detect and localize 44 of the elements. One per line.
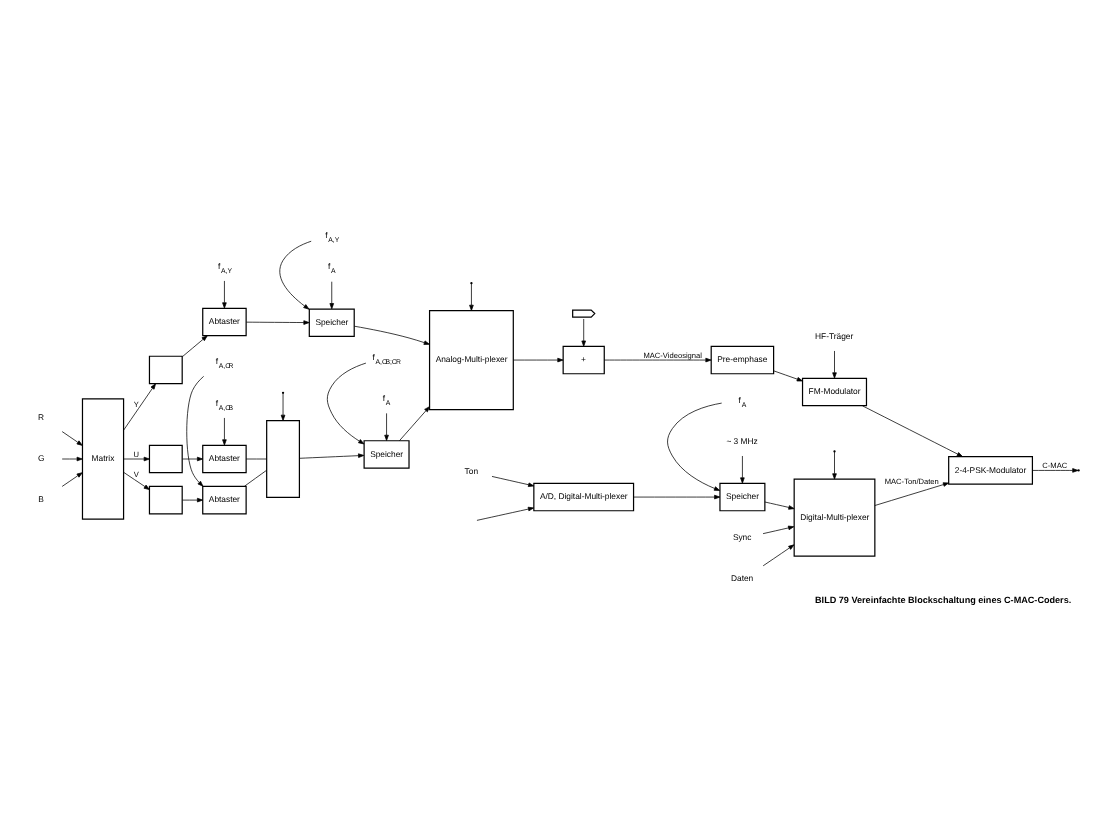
- arrow: [329, 281, 334, 310]
- arrow: [491, 476, 535, 487]
- arrow: [326, 362, 367, 445]
- arrow: [61, 456, 83, 462]
- arrow: [299, 453, 365, 459]
- node-box: [148, 444, 183, 474]
- arrow: [222, 280, 227, 309]
- arrow: [762, 525, 795, 535]
- arrow: [182, 335, 208, 357]
- arrow: [604, 357, 712, 363]
- node-box: [148, 355, 183, 385]
- arrow: [61, 431, 83, 446]
- arrow: [581, 318, 586, 347]
- arrow: [633, 494, 721, 500]
- arrow: [182, 497, 204, 503]
- arrow: [874, 482, 950, 506]
- arrow: [832, 350, 837, 379]
- arrow: [123, 383, 156, 431]
- connector: [244, 470, 267, 487]
- arrow: [186, 375, 205, 487]
- node-box: [148, 485, 183, 515]
- node-sawtooth: [572, 309, 596, 318]
- connector: [245, 458, 267, 460]
- arrow: [832, 451, 837, 480]
- arrow: [399, 406, 430, 442]
- arrow: [384, 413, 389, 441]
- arrow: [245, 320, 310, 325]
- arrow: [182, 456, 204, 462]
- arrow: [740, 455, 745, 484]
- arrow: [764, 501, 795, 510]
- arrow: [354, 325, 430, 345]
- arrow: [279, 240, 312, 310]
- arrow: [123, 456, 150, 462]
- arrow: [773, 370, 803, 382]
- arrow: [667, 402, 723, 491]
- arrow: [476, 506, 535, 521]
- node-box: [266, 419, 301, 499]
- arrow: [222, 417, 227, 446]
- arrow: [513, 357, 564, 363]
- arrow: [469, 283, 474, 311]
- arrow: [862, 405, 963, 457]
- arrow: [123, 472, 150, 490]
- arrow: [61, 472, 83, 487]
- arrow: [762, 544, 795, 567]
